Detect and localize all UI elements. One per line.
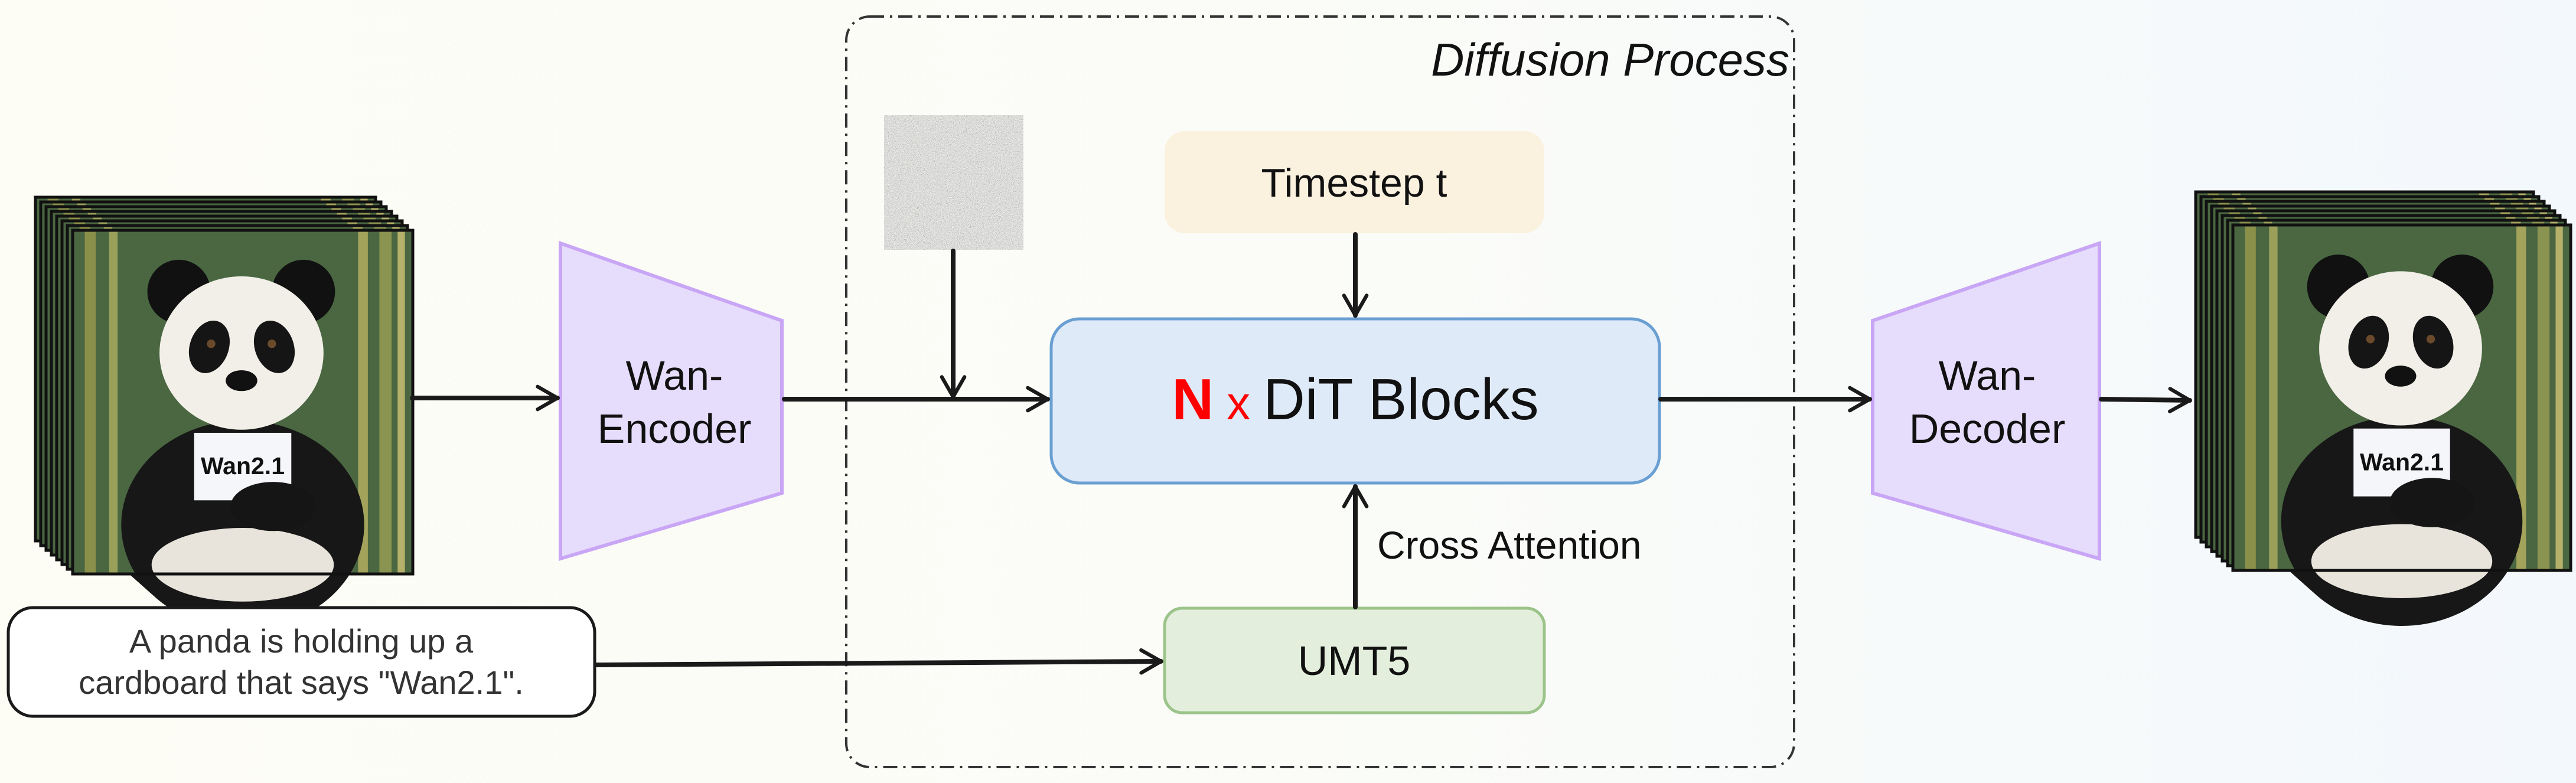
timestep-block — [1165, 131, 1544, 233]
text-prompt-box — [6, 606, 596, 718]
cross-attention-label: Cross Attention — [1377, 523, 1642, 567]
diffusion-process-group — [845, 15, 1795, 768]
dit-times-x: x — [1227, 377, 1250, 429]
input-video-frames: Wan2.1 — [34, 195, 415, 629]
sign-text: Wan2.1 — [2360, 448, 2444, 475]
arrow-prompt-to-umt5 — [594, 648, 1163, 675]
decoder-label-line2: Decoder — [1909, 406, 2066, 452]
video-frame: Wan2.1 — [2231, 223, 2572, 627]
diffusion-process-label: Diffusion Process — [1431, 34, 1789, 86]
dit-label-text: DiT Blocks — [1263, 367, 1539, 432]
noise-image — [884, 115, 1023, 250]
arrow-decoder-to-video — [2099, 387, 2192, 413]
sign-text: Wan2.1 — [201, 452, 285, 479]
prompt-line1: A panda is holding up a — [129, 622, 474, 660]
decoder-label-line1: Wan- — [1939, 353, 2036, 399]
wan-decoder-block — [1871, 240, 2101, 561]
dit-count-n: N — [1172, 367, 1214, 432]
encoder-label-line2: Encoder — [598, 406, 752, 452]
video-frame: Wan2.1 — [71, 229, 415, 629]
wan-encoder-block — [559, 240, 784, 562]
umt5-label: UMT5 — [1298, 638, 1411, 684]
timestep-label: Timestep t — [1261, 161, 1447, 205]
encoder-label-line1: Wan- — [626, 353, 723, 399]
prompt-line2: cardboard that says "Wan2.1". — [79, 664, 524, 701]
output-video-frames: Wan2.1 — [2194, 190, 2572, 627]
